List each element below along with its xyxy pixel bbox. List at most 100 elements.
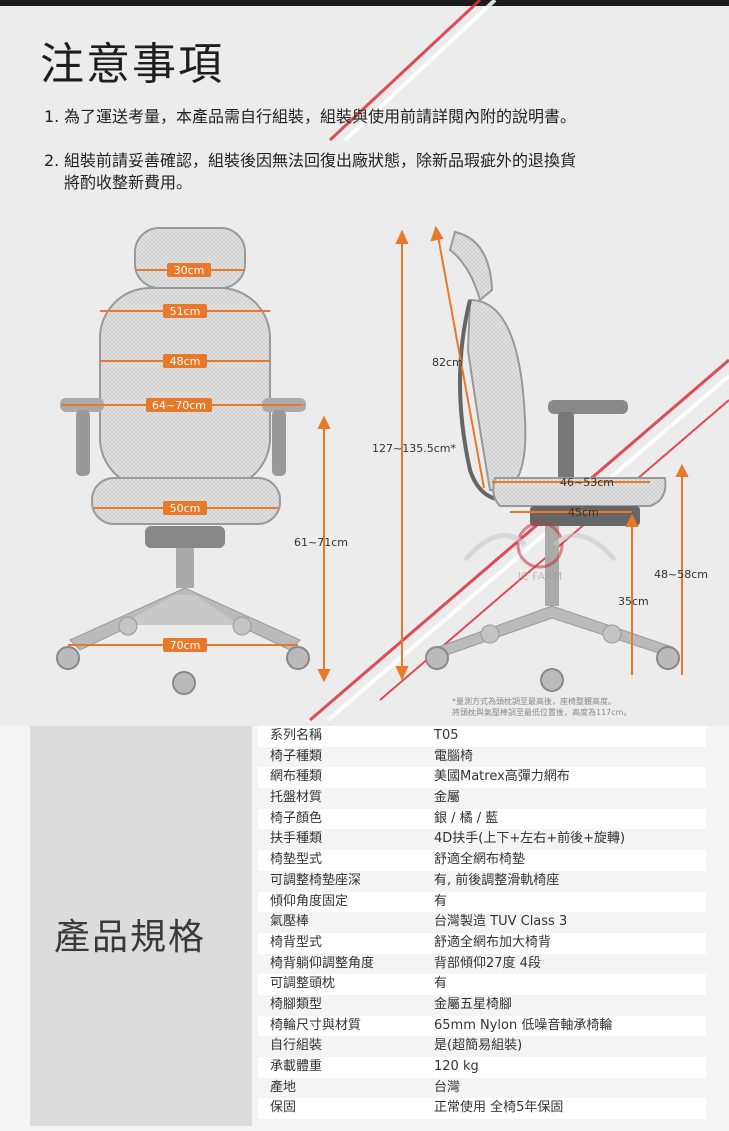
spec-key: 保固 bbox=[270, 1100, 297, 1116]
dim-seat-to-floor: 35cm bbox=[618, 595, 649, 608]
top-bar bbox=[0, 0, 729, 6]
spec-value: 有, 前後調整滑軌椅座 bbox=[434, 872, 560, 888]
spec-row: 椅背躺仰調整角度 背部傾仰27度 4段 bbox=[258, 953, 706, 975]
wheel-icon bbox=[656, 646, 680, 670]
spec-value: 台灣 bbox=[434, 1079, 461, 1095]
spec-row: 產地 台灣 bbox=[258, 1077, 706, 1099]
note-1: 1.為了運送考量，本產品需自行組裝，組裝與使用前請詳閱內附的說明書。 bbox=[44, 106, 704, 128]
dim-seat-inner: 45cm bbox=[568, 506, 599, 519]
dim-arm-height: 48~58cm bbox=[654, 568, 708, 581]
front-dimension-labels: 30cm 51cm 48cm 64~70cm 50cm 70cm 61~71cm bbox=[146, 263, 348, 652]
spec-row: 椅子顏色銀 / 橘 / 藍 bbox=[258, 808, 706, 830]
wheel-icon bbox=[425, 646, 449, 670]
spec-value: 美國Matrex高彈力網布 bbox=[434, 769, 570, 785]
spec-row: 椅輪尺寸與材質 65mm Nylon 低噪音軸承椅輪 bbox=[258, 1015, 706, 1037]
seat-side bbox=[492, 477, 667, 507]
headrest-front bbox=[134, 227, 246, 289]
dim-seat-depth: 46~53cm bbox=[560, 476, 614, 489]
dim-base: 70cm bbox=[170, 639, 201, 652]
spec-value: 65mm Nylon 低噪音軸承椅輪 bbox=[434, 1017, 613, 1033]
spec-row: 可調整椅墊座深 有, 前後調整滑軌椅座 bbox=[258, 870, 706, 892]
base-side bbox=[429, 605, 673, 659]
page-title: 注意事項 bbox=[40, 39, 224, 90]
spec-value: 台灣製造 TUV Class 3 bbox=[434, 914, 568, 930]
dim-seat-height: 61~71cm bbox=[294, 536, 348, 549]
spec-row: 系列名稱 T05 bbox=[258, 726, 706, 747]
spec-key: 傾仰角度固定 bbox=[270, 893, 349, 909]
dim-seat: 50cm bbox=[170, 502, 201, 515]
dim-back-top: 51cm bbox=[170, 305, 201, 318]
spec-row: 托盤材質 金屬 bbox=[258, 788, 706, 809]
note-number: 2. bbox=[44, 151, 60, 170]
spec-key: 椅子種類 bbox=[270, 748, 323, 764]
spec-value: 金屬 bbox=[434, 790, 461, 806]
spec-row: 保固正常使用 全椅5年保固 bbox=[258, 1098, 706, 1120]
gas-lift-front bbox=[176, 548, 194, 588]
wheel-icon bbox=[480, 624, 500, 644]
armrest-side bbox=[548, 400, 628, 414]
spec-value: T05 bbox=[434, 728, 459, 743]
stripe-top-red bbox=[328, 0, 482, 142]
measurement-footnote: *量測方式為頭枕調至最高後，座椅整體高度。 將頭枕與氣壓棒調至最低位置後，高度為… bbox=[452, 696, 631, 718]
arm-post-right bbox=[272, 410, 286, 476]
spec-key: 椅背型式 bbox=[270, 934, 323, 950]
backrest-side bbox=[466, 298, 527, 491]
spec-row: 承載體重 120 kg bbox=[258, 1057, 706, 1078]
spec-key: 氣壓棒 bbox=[270, 914, 310, 930]
front-dimension-lines bbox=[62, 269, 331, 683]
wheel-icon bbox=[172, 671, 196, 695]
side-dimension-lines bbox=[395, 225, 689, 681]
spec-key: 托盤材質 bbox=[270, 790, 323, 806]
side-dimension-labels: 82cm 127~135.5cm* 46~53cm 45cm 48~58cm 3… bbox=[372, 356, 708, 608]
note-text-continued: 將酌收整新費用。 bbox=[64, 173, 193, 192]
spec-key: 扶手種類 bbox=[270, 831, 323, 847]
dim-arm-width: 64~70cm bbox=[152, 399, 206, 412]
specs-label-panel: 產品規格 bbox=[30, 726, 252, 1126]
spec-table: 系列名稱 T05 椅子種類 電腦椅網布種類 美國Matrex高彈力網布托盤材質 金屬椅子顏… bbox=[258, 726, 706, 1120]
spec-value: 電腦椅 bbox=[434, 748, 474, 764]
side-chair bbox=[425, 230, 680, 692]
wheel-icon bbox=[286, 646, 310, 670]
footnote-line-1: *量測方式為頭枕調至最高後，座椅整體高度。 bbox=[452, 697, 616, 706]
chair-dimension-figure: 30cm 51cm 48cm 64~70cm 50cm 70cm 61~71cm… bbox=[56, 225, 708, 695]
headrest-side bbox=[448, 230, 494, 302]
spec-value: 4D扶手(上下+左右+前後+旋轉) bbox=[434, 831, 626, 847]
back-frame-side bbox=[458, 299, 506, 502]
spec-value: 有 bbox=[434, 893, 448, 909]
spec-key: 產地 bbox=[270, 1079, 297, 1095]
note-number: 1. bbox=[44, 107, 60, 126]
spec-key: 椅墊型式 bbox=[270, 852, 323, 868]
spec-value: 120 kg bbox=[434, 1059, 479, 1074]
spec-row: 椅背型式 舒適全網布加大椅背 bbox=[258, 932, 706, 954]
spec-key: 椅背躺仰調整角度 bbox=[270, 955, 375, 971]
watermark-logo: JC FARM bbox=[463, 521, 617, 583]
front-chair bbox=[56, 227, 310, 695]
watermark-text: JC FARM bbox=[517, 570, 562, 583]
wheel-icon bbox=[602, 624, 622, 644]
wheel-icon bbox=[56, 646, 80, 670]
gas-lift-side bbox=[545, 526, 559, 606]
stripe-top-white bbox=[343, 0, 497, 142]
dim-back-height: 82cm bbox=[432, 356, 463, 369]
dim-headrest: 30cm bbox=[174, 264, 205, 277]
spec-key: 可調整椅墊座深 bbox=[270, 872, 362, 888]
spec-row: 椅腳類型金屬五星椅腳 bbox=[258, 994, 706, 1016]
spec-value: 背部傾仰27度 4段 bbox=[434, 955, 541, 971]
stripe-mid-white bbox=[326, 374, 729, 722]
spec-row: 網布種類 美國Matrex高彈力網布 bbox=[258, 767, 706, 789]
spec-value: 銀 / 橘 / 藍 bbox=[434, 810, 499, 826]
spec-key: 網布種類 bbox=[270, 769, 323, 785]
spec-key: 椅腳類型 bbox=[270, 996, 323, 1012]
spec-value: 有 bbox=[434, 976, 448, 992]
spec-key: 椅輪尺寸與材質 bbox=[270, 1017, 362, 1033]
dim-total-height: 127~135.5cm* bbox=[372, 442, 456, 455]
spec-row: 傾仰角度固定 有 bbox=[258, 891, 706, 913]
spec-key: 承載體重 bbox=[270, 1059, 323, 1074]
spec-key: 系列名稱 bbox=[270, 728, 323, 743]
spec-value: 是(超簡易組裝) bbox=[434, 1038, 523, 1054]
note-text: 為了運送考量，本產品需自行組裝，組裝與使用前請詳閱內附的說明書。 bbox=[64, 107, 577, 126]
arm-post-side bbox=[558, 412, 574, 484]
spec-row: 椅墊型式舒適全網布椅墊 bbox=[258, 850, 706, 871]
spec-value: 舒適全網布加大椅背 bbox=[434, 934, 552, 950]
spec-row: 椅子種類 電腦椅 bbox=[258, 746, 706, 768]
